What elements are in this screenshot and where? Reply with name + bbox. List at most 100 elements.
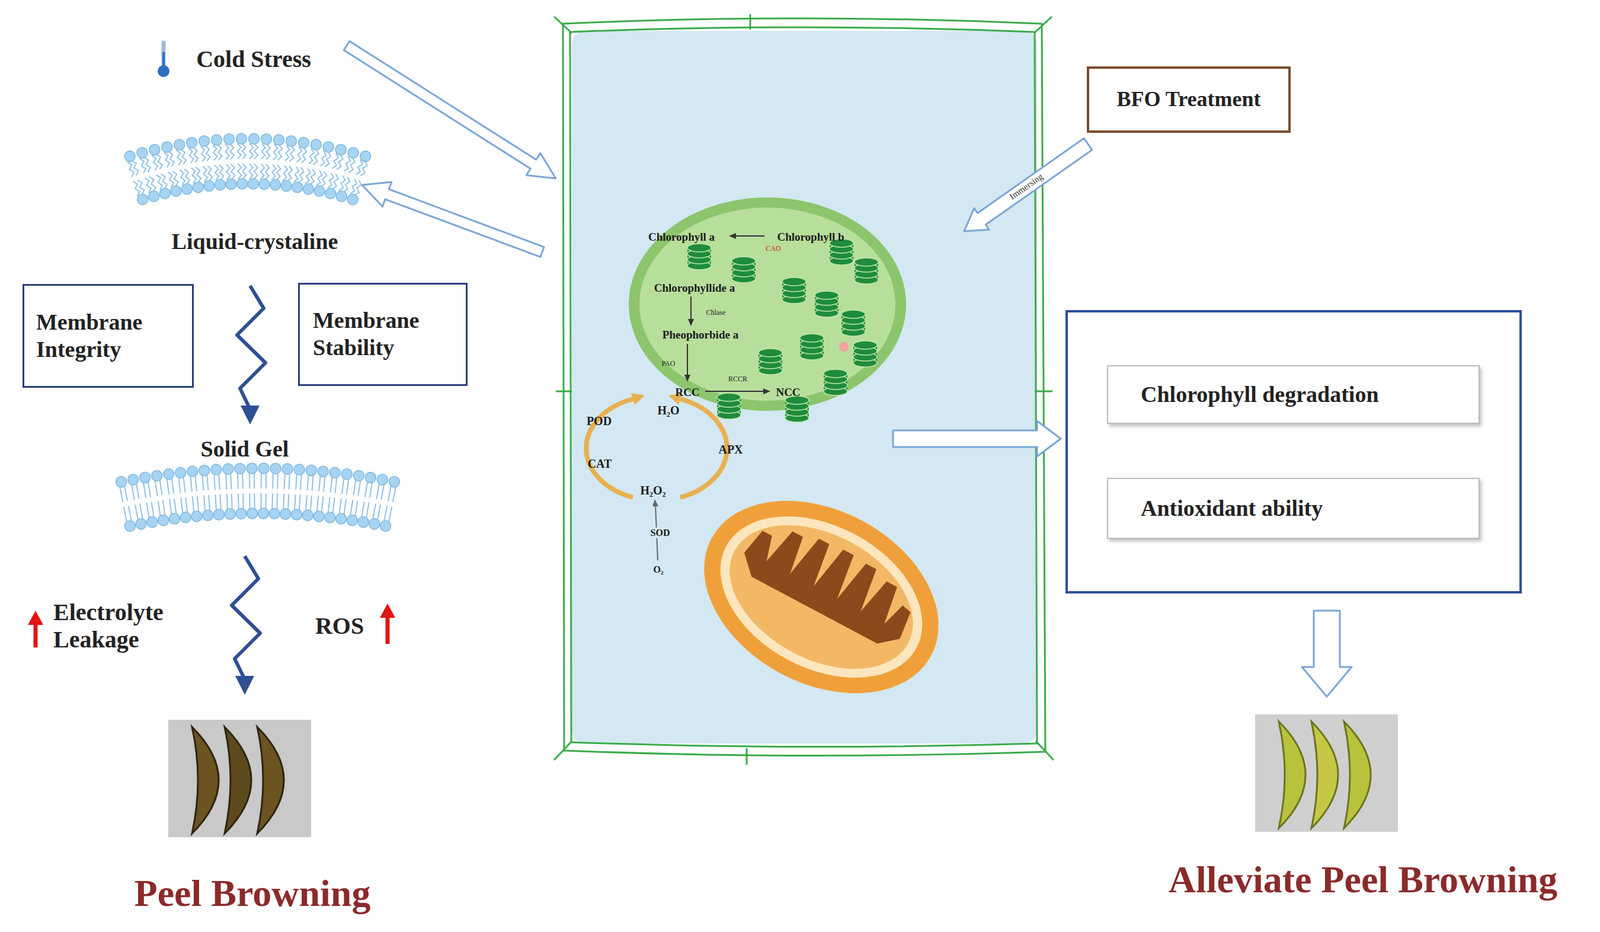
lipid-tail — [242, 493, 245, 509]
lipid-head — [341, 468, 352, 480]
lipid-tail — [191, 167, 197, 184]
lipid-tail — [226, 493, 228, 510]
lipid-head — [236, 133, 248, 144]
effect-label: Electrolyte Leakage — [53, 598, 196, 654]
thermometer-bulb — [157, 65, 170, 78]
lipid-tail — [123, 506, 127, 523]
lipid-tail — [346, 478, 349, 495]
lipid-head — [235, 507, 247, 519]
lipid-tail — [131, 160, 139, 176]
lipid-tail — [321, 171, 328, 187]
wall-tick — [749, 14, 752, 30]
lipid-tail — [179, 170, 185, 186]
lipid-tail — [172, 171, 179, 187]
enzyme-label: RCCR — [717, 375, 759, 384]
lipid-tail — [241, 472, 244, 489]
lipid-tail — [294, 494, 296, 510]
lipid-tail — [171, 478, 174, 494]
lipid-tail — [143, 482, 146, 498]
lipid-tail — [237, 143, 242, 159]
box-text: Chlorophyll degradation — [1140, 381, 1438, 409]
wall-tick — [1034, 390, 1053, 393]
lipid-tail — [158, 500, 161, 517]
lipid-tail — [321, 496, 324, 512]
photo-background — [168, 719, 312, 837]
lipid-tail — [335, 477, 338, 494]
pathway-arrow — [686, 343, 688, 376]
lipid-head — [388, 476, 400, 488]
thylakoid-disc — [687, 243, 712, 252]
plastoglobule — [839, 341, 849, 352]
lipid-tail — [365, 481, 368, 498]
lipid-head — [225, 178, 237, 190]
lipid-tail — [369, 482, 373, 498]
hollow-arrow — [1301, 610, 1352, 697]
lipid-tail — [298, 167, 304, 183]
lipid-tail — [312, 475, 314, 491]
lipid-tail — [148, 481, 151, 498]
lipid-tail — [195, 475, 198, 492]
matrix — [705, 495, 938, 698]
lipid-head — [369, 518, 380, 530]
granum — [717, 392, 741, 419]
lipid-head — [314, 185, 325, 197]
lipid-tail — [119, 486, 123, 502]
lipid-head — [224, 508, 236, 520]
lipid-bilayer — [124, 133, 371, 205]
lipid-tail — [333, 497, 335, 513]
lipid-tail — [237, 473, 239, 489]
lipid-head — [380, 520, 392, 531]
lipid-head — [224, 133, 235, 145]
lipid-head — [258, 178, 270, 190]
lipid-tail — [350, 499, 354, 515]
lipid-head — [203, 180, 215, 192]
chloroplast — [628, 197, 907, 411]
enzyme-label: CAO — [755, 244, 792, 254]
lipid-head — [213, 509, 224, 520]
lipid-tail — [167, 171, 174, 188]
granum — [854, 257, 879, 284]
banana — [1311, 721, 1339, 828]
increase-arrow — [33, 622, 38, 648]
lipid-tail — [330, 477, 333, 493]
lipid-head — [192, 181, 204, 193]
lipid-tail — [305, 168, 311, 184]
lipid-tail — [151, 155, 158, 171]
lipid-head — [335, 144, 347, 156]
pigment-label: Pheophorbide a — [638, 328, 763, 342]
effect-box: Membrane Stability — [298, 282, 468, 386]
outcome-box: Chlorophyll degradation — [1106, 365, 1480, 424]
arrow-head — [240, 405, 260, 425]
lipid-tail — [264, 164, 270, 180]
lipid-tail — [308, 148, 315, 165]
lipid-head — [174, 139, 185, 150]
lipid-head — [376, 474, 388, 485]
lipid-tail — [248, 472, 251, 489]
lipid-tail — [301, 147, 307, 163]
thylakoid-disc — [782, 277, 806, 286]
banana — [1344, 721, 1371, 828]
lipid-tail — [192, 496, 195, 512]
lipid-head — [347, 147, 359, 159]
lipid-tail — [261, 143, 266, 159]
lipid-tail — [249, 143, 254, 159]
thylakoid-disc — [853, 340, 878, 350]
arrow-head — [652, 498, 659, 507]
lipid-tail — [193, 146, 199, 163]
lipid-tail — [225, 144, 230, 160]
membrane-state-label: Solid Gel — [161, 436, 328, 463]
lipid-head — [168, 513, 180, 524]
lipid-tail — [305, 494, 307, 511]
mitochondrion — [670, 462, 972, 732]
lipid-head — [124, 151, 136, 162]
effect-label: ROS — [306, 612, 373, 640]
lipid-tail — [214, 165, 220, 181]
lipid-tail — [131, 484, 135, 501]
pigment-label: RCC — [666, 385, 709, 399]
lipid-tail — [137, 180, 144, 195]
enzyme-label: CAT — [578, 456, 621, 471]
zigzag-arrow — [231, 555, 261, 680]
lipid-tail — [162, 499, 166, 515]
lipid-tail — [265, 472, 267, 489]
